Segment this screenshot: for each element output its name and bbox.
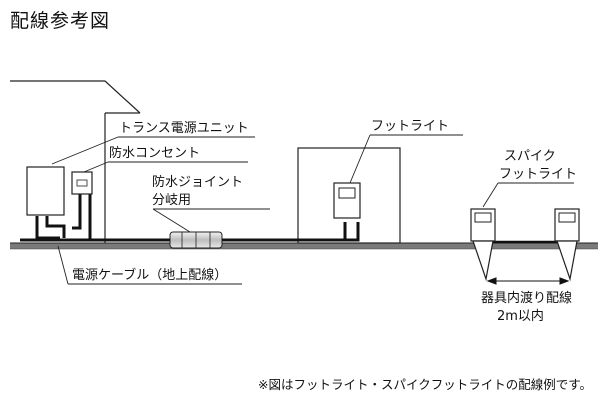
diagram-title: 配線参考図 [10, 10, 111, 32]
label-foot-light: フットライト [371, 119, 449, 134]
ground [10, 242, 598, 250]
label-waterproof-outlet: 防水コンセント [109, 145, 200, 161]
house [10, 80, 141, 243]
spike-foot-light-1 [470, 208, 496, 282]
footnote: ※図はフットライト・スパイクフットライトの配線例です。 [258, 377, 592, 392]
transformer-power-unit [26, 166, 65, 216]
label-waterproof-joint-1: 防水ジョイント [152, 174, 243, 190]
label-power-cable: 電源ケーブル（地上配線） [72, 267, 227, 283]
waterproof-joint [169, 231, 223, 249]
foot-light [333, 182, 361, 219]
waterproof-outlet [71, 171, 93, 195]
label-spike-foot-light-2: フットライト [499, 167, 577, 182]
label-spacing-2: 2m以内 [497, 308, 544, 324]
callout-leaders [51, 134, 574, 285]
spacing-dimension [486, 277, 570, 285]
power-cable [20, 194, 360, 242]
label-spike-foot-light-1: スパイク [504, 149, 556, 164]
spike-foot-light-2 [554, 208, 580, 282]
label-spacing-1: 器具内渡り配線 [481, 290, 572, 306]
label-transformer-unit: トランス電源ユニット [119, 121, 249, 136]
label-waterproof-joint-2: 分岐用 [152, 193, 191, 208]
